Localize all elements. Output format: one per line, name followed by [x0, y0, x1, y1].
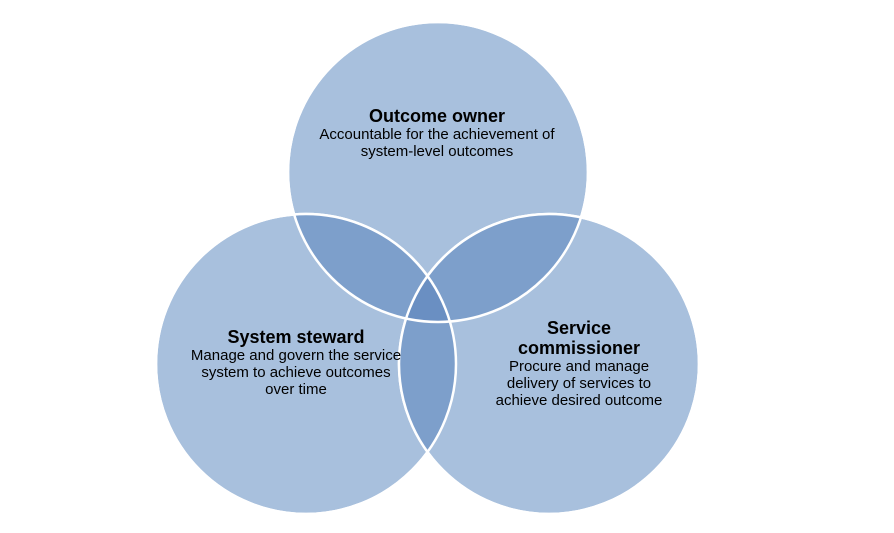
service-commissioner-description: Procure and manage delivery of services …: [495, 358, 663, 409]
outline-system-steward: [154, 212, 458, 516]
service-commissioner-title: Service commissioner: [517, 318, 641, 358]
overlap-owner-commissioner: [399, 214, 588, 322]
overlap-owner-steward: [288, 214, 456, 322]
outcome-owner-description: Accountable for the achievement of syste…: [319, 126, 555, 160]
system-steward-description: Manage and govern the service system to …: [190, 347, 402, 398]
outline-outcome-owner: [286, 20, 590, 324]
outcome-owner-label: Outcome owner Accountable for the achiev…: [317, 106, 557, 160]
system-steward-title: System steward: [227, 327, 365, 347]
outline-service-commissioner: [397, 212, 701, 516]
system-steward-label: System steward Manage and govern the ser…: [186, 327, 406, 398]
outcome-owner-title: Outcome owner: [368, 106, 506, 126]
service-commissioner-label: Service commissioner Procure and manage …: [484, 318, 674, 409]
